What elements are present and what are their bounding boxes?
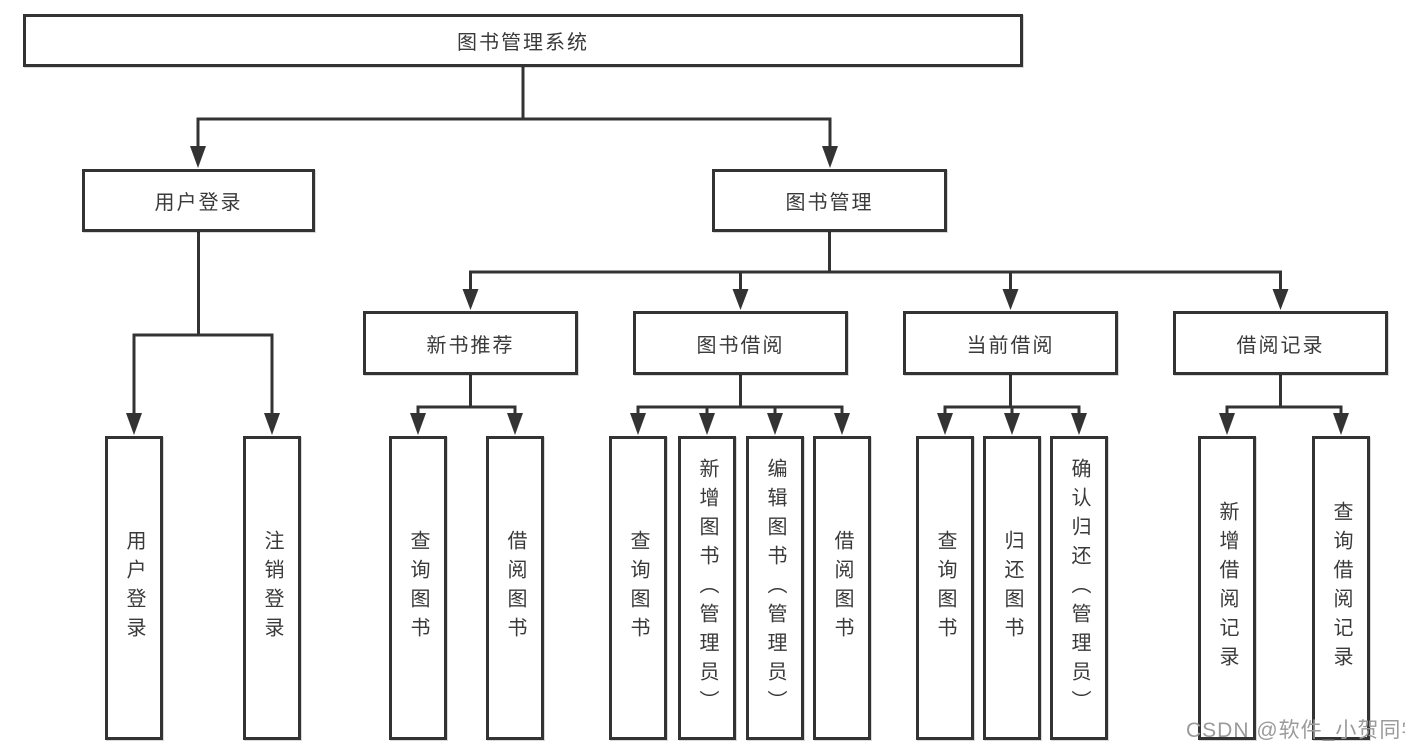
leaf-label: 确认归还（管理员） bbox=[1068, 457, 1090, 719]
leaf-query-books-3: 查询图书 bbox=[916, 436, 974, 740]
node-label: 图书借阅 bbox=[696, 334, 785, 357]
node-borrowing-records: 借阅记录 bbox=[1173, 311, 1388, 375]
node-label: 用户登录 bbox=[154, 192, 243, 214]
leaf-query-books-1: 查询图书 bbox=[389, 436, 447, 740]
node-book-management: 图书管理 bbox=[712, 169, 947, 232]
node-label: 当前借阅 bbox=[966, 334, 1055, 357]
leaf-label: 查询图书 bbox=[627, 530, 649, 646]
leaf-logout: 注销登录 bbox=[243, 436, 301, 740]
leaf-add-borrow-record: 新增借阅记录 bbox=[1198, 436, 1256, 740]
node-new-book-recommendation: 新书推荐 bbox=[363, 311, 578, 375]
leaf-query-borrow-record: 查询借阅记录 bbox=[1312, 436, 1370, 740]
leaf-label: 借阅图书 bbox=[831, 530, 853, 646]
leaf-user-login: 用户登录 bbox=[105, 436, 163, 740]
leaf-edit-books-admin: 编辑图书（管理员） bbox=[746, 436, 804, 740]
leaf-borrow-books-1: 借阅图书 bbox=[486, 436, 544, 740]
leaf-label: 查询图书 bbox=[934, 530, 956, 646]
node-label: 图书管理 bbox=[785, 192, 874, 214]
node-library-system: 图书管理系统 bbox=[23, 14, 1023, 67]
leaf-confirm-return-admin: 确认归还（管理员） bbox=[1050, 436, 1108, 740]
leaf-label: 查询借阅记录 bbox=[1330, 501, 1352, 675]
node-user-login: 用户登录 bbox=[82, 169, 315, 232]
node-label: 图书管理系统 bbox=[457, 32, 589, 54]
leaf-label: 借阅图书 bbox=[504, 530, 526, 646]
leaf-label: 新增图书（管理员） bbox=[696, 457, 718, 719]
leaf-label: 注销登录 bbox=[261, 530, 283, 646]
csdn-watermark: CSDN @软件_小贺同学 bbox=[1186, 719, 1405, 742]
leaf-label: 查询图书 bbox=[407, 530, 429, 646]
leaf-label: 编辑图书（管理员） bbox=[764, 457, 786, 719]
leaf-return-books: 归还图书 bbox=[983, 436, 1041, 740]
node-label: 新书推荐 bbox=[426, 334, 515, 357]
leaf-borrow-books-2: 借阅图书 bbox=[813, 436, 871, 740]
leaf-label: 新增借阅记录 bbox=[1216, 501, 1238, 675]
node-label: 借阅记录 bbox=[1236, 334, 1325, 357]
leaf-label: 归还图书 bbox=[1001, 530, 1023, 646]
node-current-borrowing: 当前借阅 bbox=[903, 311, 1118, 375]
leaf-query-books-2: 查询图书 bbox=[609, 436, 667, 740]
leaf-label: 用户登录 bbox=[123, 530, 145, 646]
leaf-add-books-admin: 新增图书（管理员） bbox=[678, 436, 736, 740]
node-book-borrowing: 图书借阅 bbox=[633, 311, 848, 375]
